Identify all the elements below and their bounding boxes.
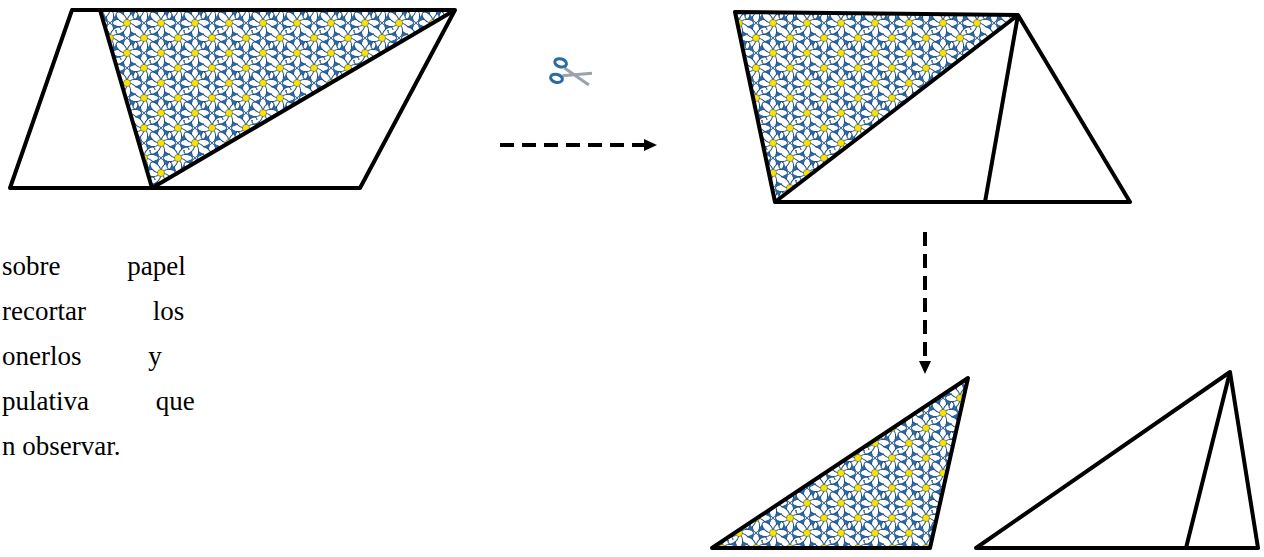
paragraph-line: pulativa que [2,388,195,415]
paragraph-line: sobre papel [2,253,186,280]
paragraph-line: onerlos y [2,343,162,370]
paragraph-line: n observar. [2,433,120,460]
scissors-icon [550,57,594,90]
paragraph-line: recortar los [2,298,184,325]
